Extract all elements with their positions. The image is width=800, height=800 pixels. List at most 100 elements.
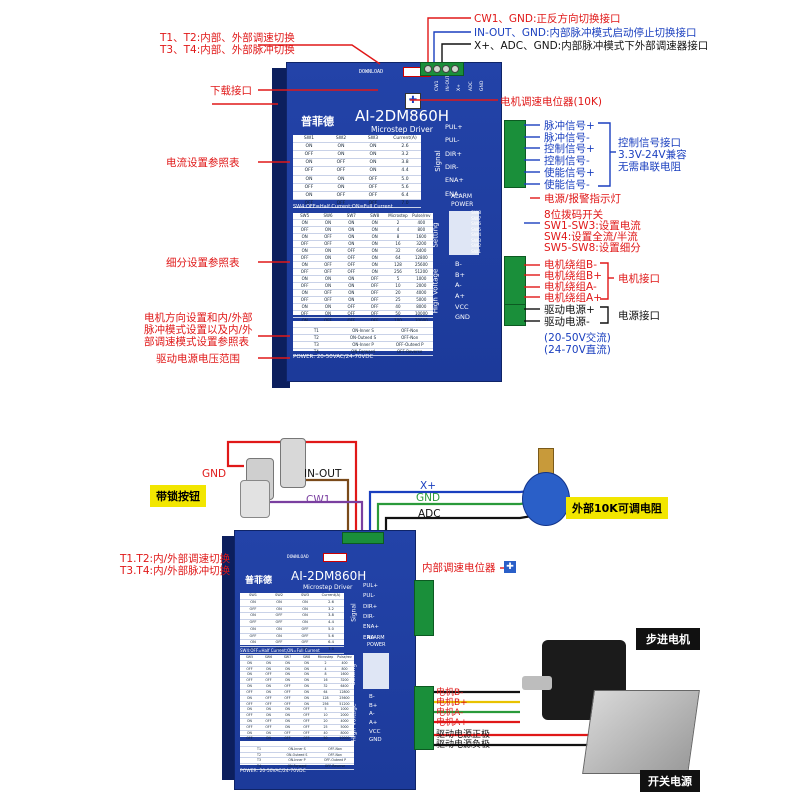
table-cell: SW5	[300, 213, 310, 218]
top-terminal-signal[interactable]	[504, 120, 526, 188]
table-cell: OFF	[265, 672, 272, 677]
power-label: POWER	[451, 201, 474, 208]
label-xplus: X+	[420, 480, 436, 492]
label-power-if: 电源接口	[618, 310, 660, 322]
label-ac: (20-50V交流)	[544, 332, 611, 344]
table-cell: ON	[247, 730, 252, 735]
download-label: DOWNLOAD	[359, 69, 384, 75]
top-terminal-power[interactable]	[504, 304, 526, 326]
label-t1t2: T1、T2:内部、外部调速切换	[160, 32, 295, 44]
table-cell: 50	[323, 736, 328, 741]
table-cell: 4	[396, 227, 400, 232]
table-cell: 2000	[340, 713, 349, 718]
signal-pin-label: ENA+	[363, 624, 379, 631]
table-cell: 3.2	[401, 152, 409, 158]
table-cell: ON	[276, 599, 282, 604]
dip-switch[interactable]	[449, 211, 479, 255]
leader-cw1	[427, 17, 471, 62]
table-cell: 16	[395, 241, 401, 246]
top-terminal-top[interactable]	[420, 62, 464, 76]
table-cell: 8	[324, 672, 327, 677]
bottom-terminal-signal[interactable]	[414, 580, 434, 636]
table-cell: 5000	[416, 297, 427, 302]
table-cell: ON	[266, 736, 271, 741]
table-cell: ON	[324, 220, 332, 225]
table-cell: OFF	[363, 318, 386, 324]
table-cell: ON	[369, 168, 377, 174]
table-cell: OFF	[275, 620, 283, 625]
lock-button-3[interactable]	[240, 480, 270, 518]
table-cell: ON	[371, 269, 378, 274]
table-cell: ON	[285, 713, 290, 718]
table-cell: Microstep	[388, 213, 408, 218]
bottom-hv-label: High Voltage	[350, 703, 358, 742]
external-pot[interactable]	[522, 448, 570, 534]
bottom-dip-switch[interactable]	[363, 653, 389, 689]
label-ctrl-2: 3.3V-24V兼容	[618, 149, 687, 161]
table-cell: SW1	[248, 593, 258, 597]
label-ctrl-3: 无需串联电阻	[618, 161, 681, 173]
table-cell: T4	[257, 764, 261, 769]
bottom-wires	[225, 440, 600, 747]
table-cell: OFF	[368, 184, 378, 190]
signal-pin-label: PUL+	[363, 583, 379, 589]
table-cell: OFF	[284, 684, 291, 689]
table-cell: ON	[304, 695, 309, 700]
table-cell: OFF	[324, 297, 332, 302]
dip-switch-label: SW4	[471, 233, 482, 238]
table-cell: 5.0	[328, 626, 334, 631]
label-am: 电机绕组A-	[544, 281, 597, 293]
label-bm: 电机绕组B-	[544, 259, 597, 271]
table-cell: OFF	[324, 290, 332, 295]
table-cell: ON	[371, 220, 378, 225]
int-pot-icon[interactable]: ✚	[504, 561, 516, 573]
table-cell: OFF	[336, 200, 346, 206]
bottom-signal-pins: PUL+PUL-DIR+DIR-ENA+ENA-	[363, 581, 397, 643]
table-cell: OFF	[370, 304, 379, 309]
table-cell	[316, 741, 354, 746]
table-cell: OFF	[300, 241, 309, 246]
label-ena-p: 使能信号+	[544, 167, 595, 179]
table-cell: ON	[304, 678, 309, 683]
table-cell: OFF	[265, 718, 272, 723]
lock-button-2[interactable]	[280, 438, 306, 488]
dip-switch-label: SW5	[471, 227, 482, 233]
table-cell: ON	[304, 701, 309, 706]
table-cell: 2.6	[328, 599, 334, 604]
table-cell: 20	[395, 290, 401, 295]
hv-pin-label: VCC	[369, 728, 381, 735]
table-cell: OFF	[300, 227, 309, 232]
bottom-alarm-label: ALARM	[367, 635, 385, 641]
table-cell: ON	[371, 227, 378, 232]
table-cell: 1000	[340, 707, 349, 712]
table-cell: ON	[285, 678, 290, 683]
label-bp: 电机绕组B+	[544, 270, 603, 282]
table-cell: ON	[301, 234, 308, 239]
bottom-terminal-top[interactable]	[342, 532, 384, 544]
table-cell: 5	[396, 276, 400, 281]
driver-bottom-side	[222, 536, 236, 780]
bottom-terminal-hv[interactable]	[414, 686, 434, 750]
table-cell: SW2	[274, 593, 284, 597]
signal-pin-label: DIR+	[363, 603, 378, 610]
